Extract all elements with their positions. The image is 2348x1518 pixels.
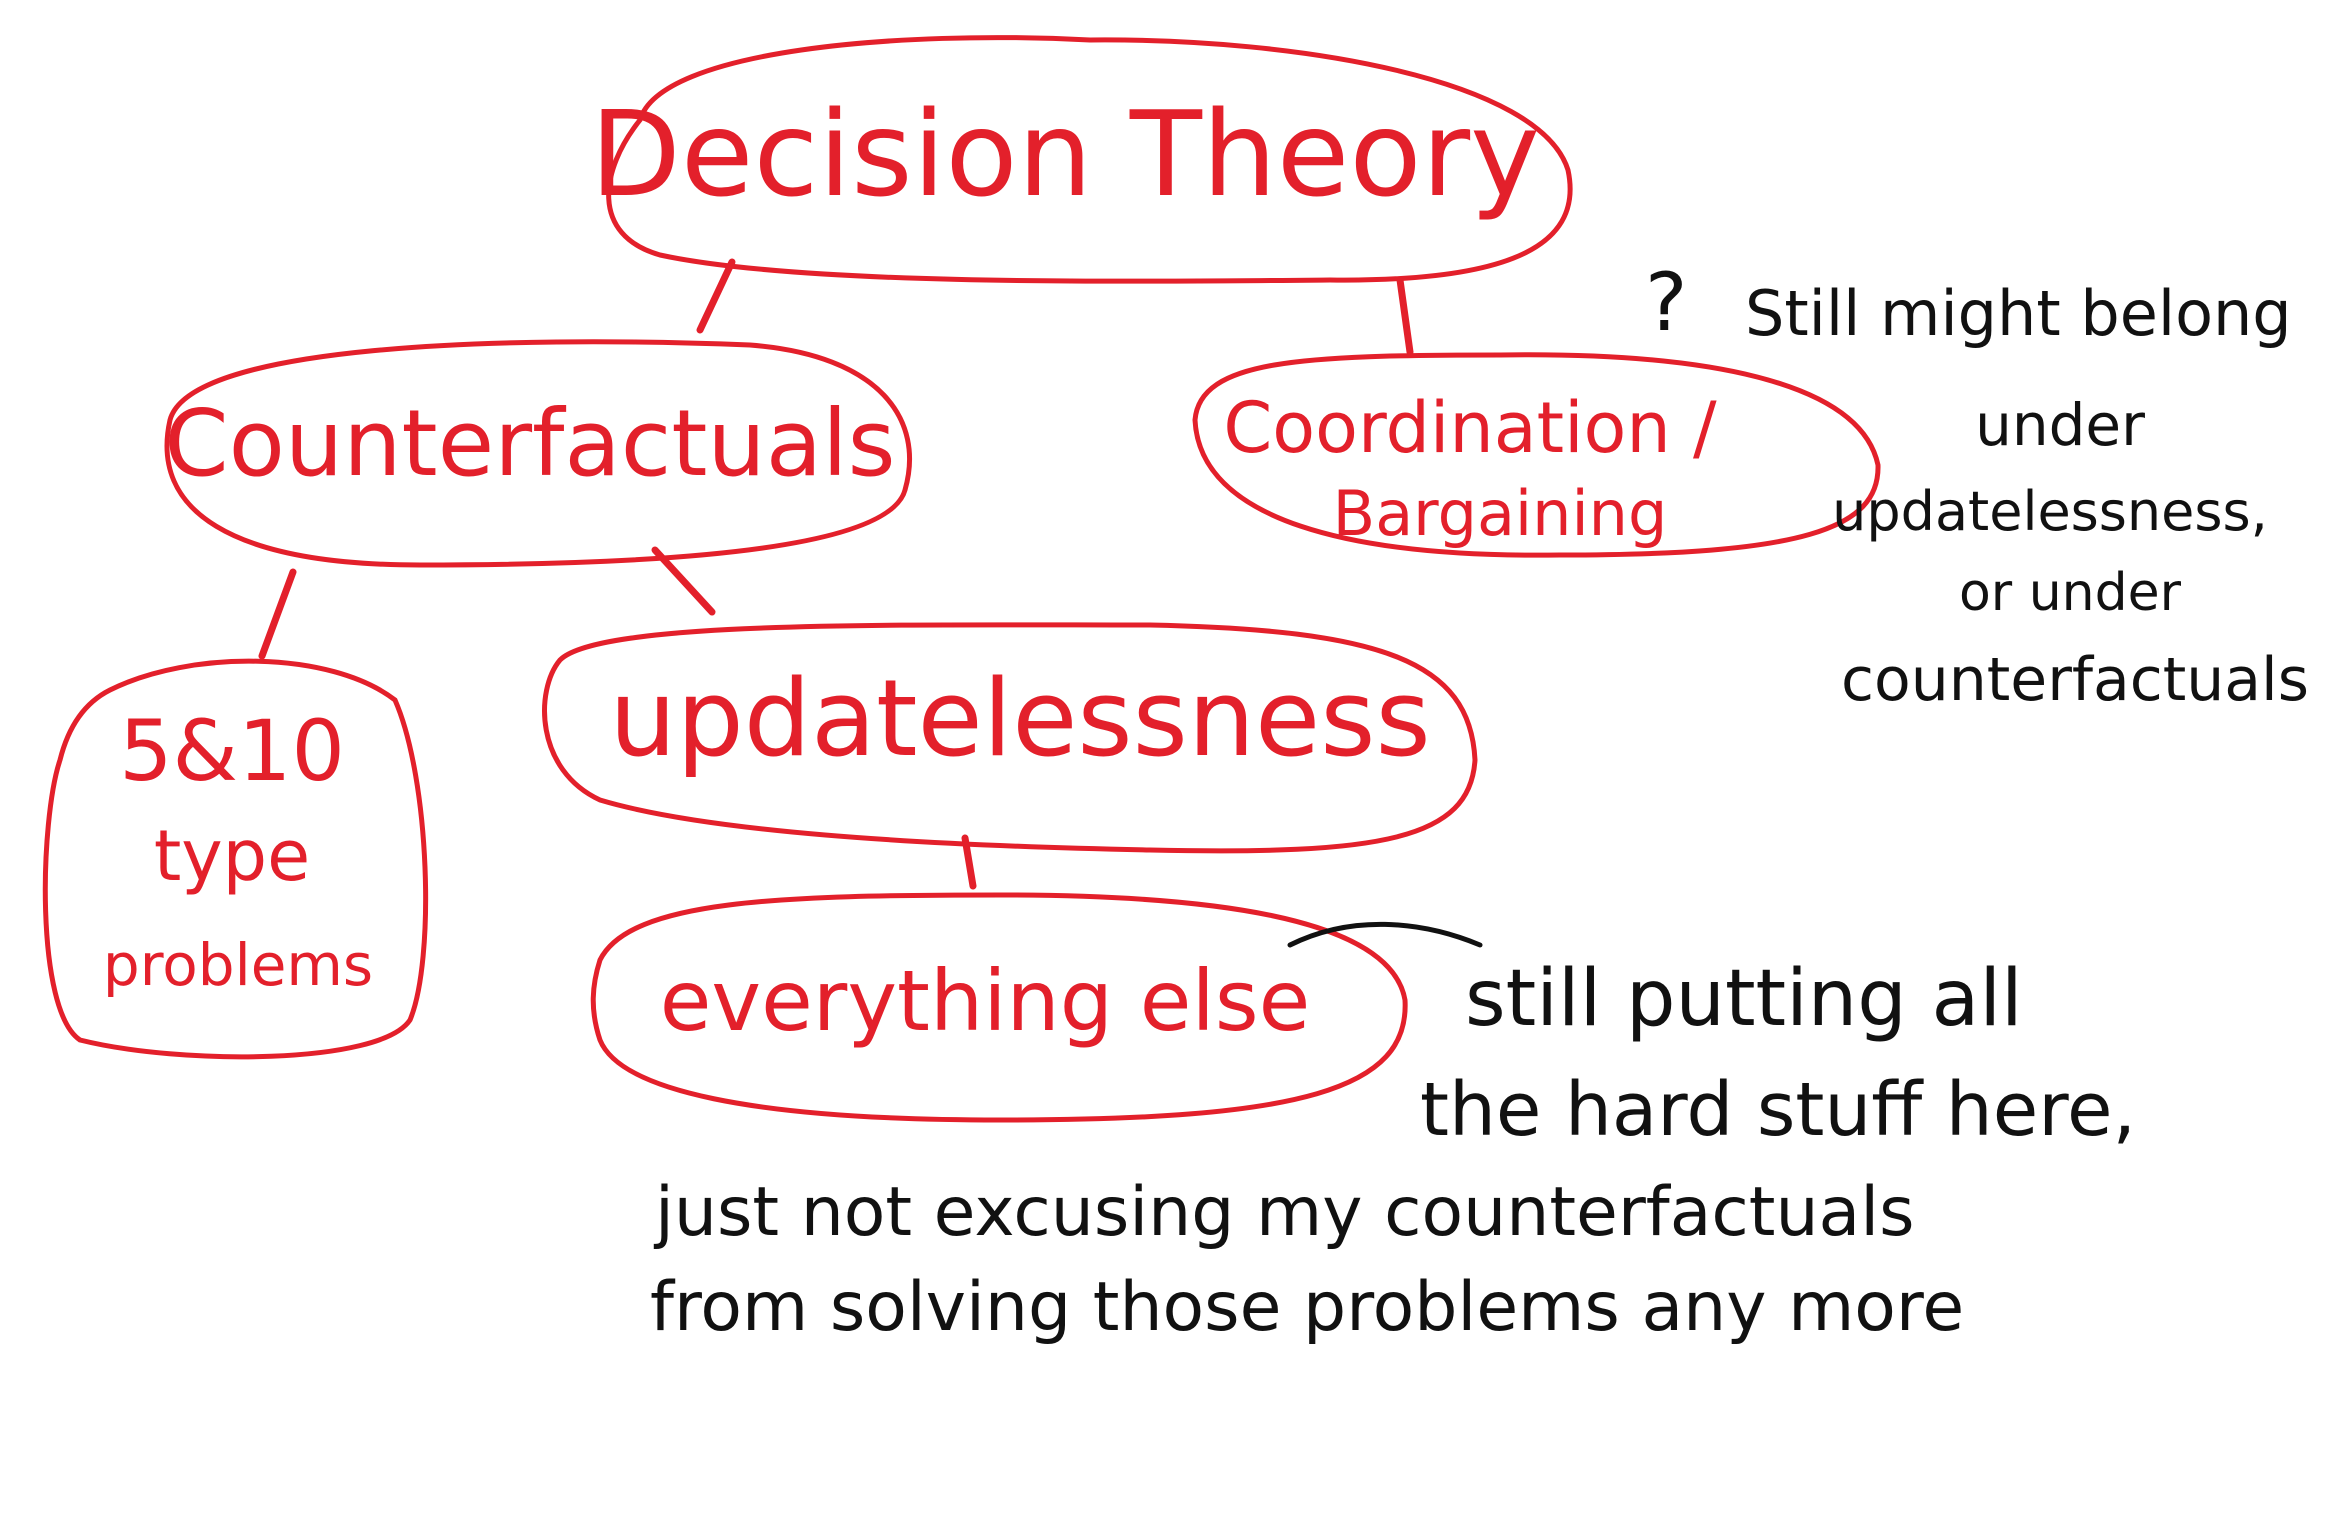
edge-root-coordination [1396,276,1414,356]
node-label: Bargaining [1333,477,1668,550]
edge-root-counterfactuals [696,258,736,334]
note-line: just not excusing my counterfactuals [653,1173,1915,1252]
note-line: updatelessness, [1832,480,2268,543]
node-label: 5&10 [119,702,345,800]
node-label: Decision Theory [590,85,1540,223]
note-line: Still might belong [1745,277,2292,350]
bottom-annotation: still putting all the hard stuff here, j… [650,954,2136,1347]
node-decision-theory: Decision Theory [590,35,1573,284]
node-label: everything else [660,952,1311,1050]
node-counterfactuals: Counterfactuals [164,339,912,568]
node-label: Coordination / [1223,387,1717,469]
node-5and10-problems: 5&10 type problems [42,658,429,1060]
note-line: or under [1959,563,2182,623]
note-line: from solving those problems any more [650,1268,1964,1347]
pointer-arrow [1287,921,1483,948]
node-label: problems [103,931,373,999]
note-line: the hard stuff here, [1420,1067,2136,1153]
note-line: still putting all [1465,954,2023,1044]
note-line: counterfactuals [1841,645,2309,715]
side-annotation: ? Still might belong under updatelessnes… [1645,256,2309,715]
node-updatelessness: updatelessness [542,622,1478,854]
edge-counterfactuals-5and10 [258,568,297,660]
node-label: type [154,815,310,897]
node-coordination-bargaining: Coordination / Bargaining [1192,352,1881,558]
node-label: updatelessness [609,657,1430,780]
node-everything-else: everything else [590,892,1408,1123]
node-label: Counterfactuals [164,390,895,497]
note-line: under [1975,391,2145,459]
question-mark: ? [1645,256,1687,349]
